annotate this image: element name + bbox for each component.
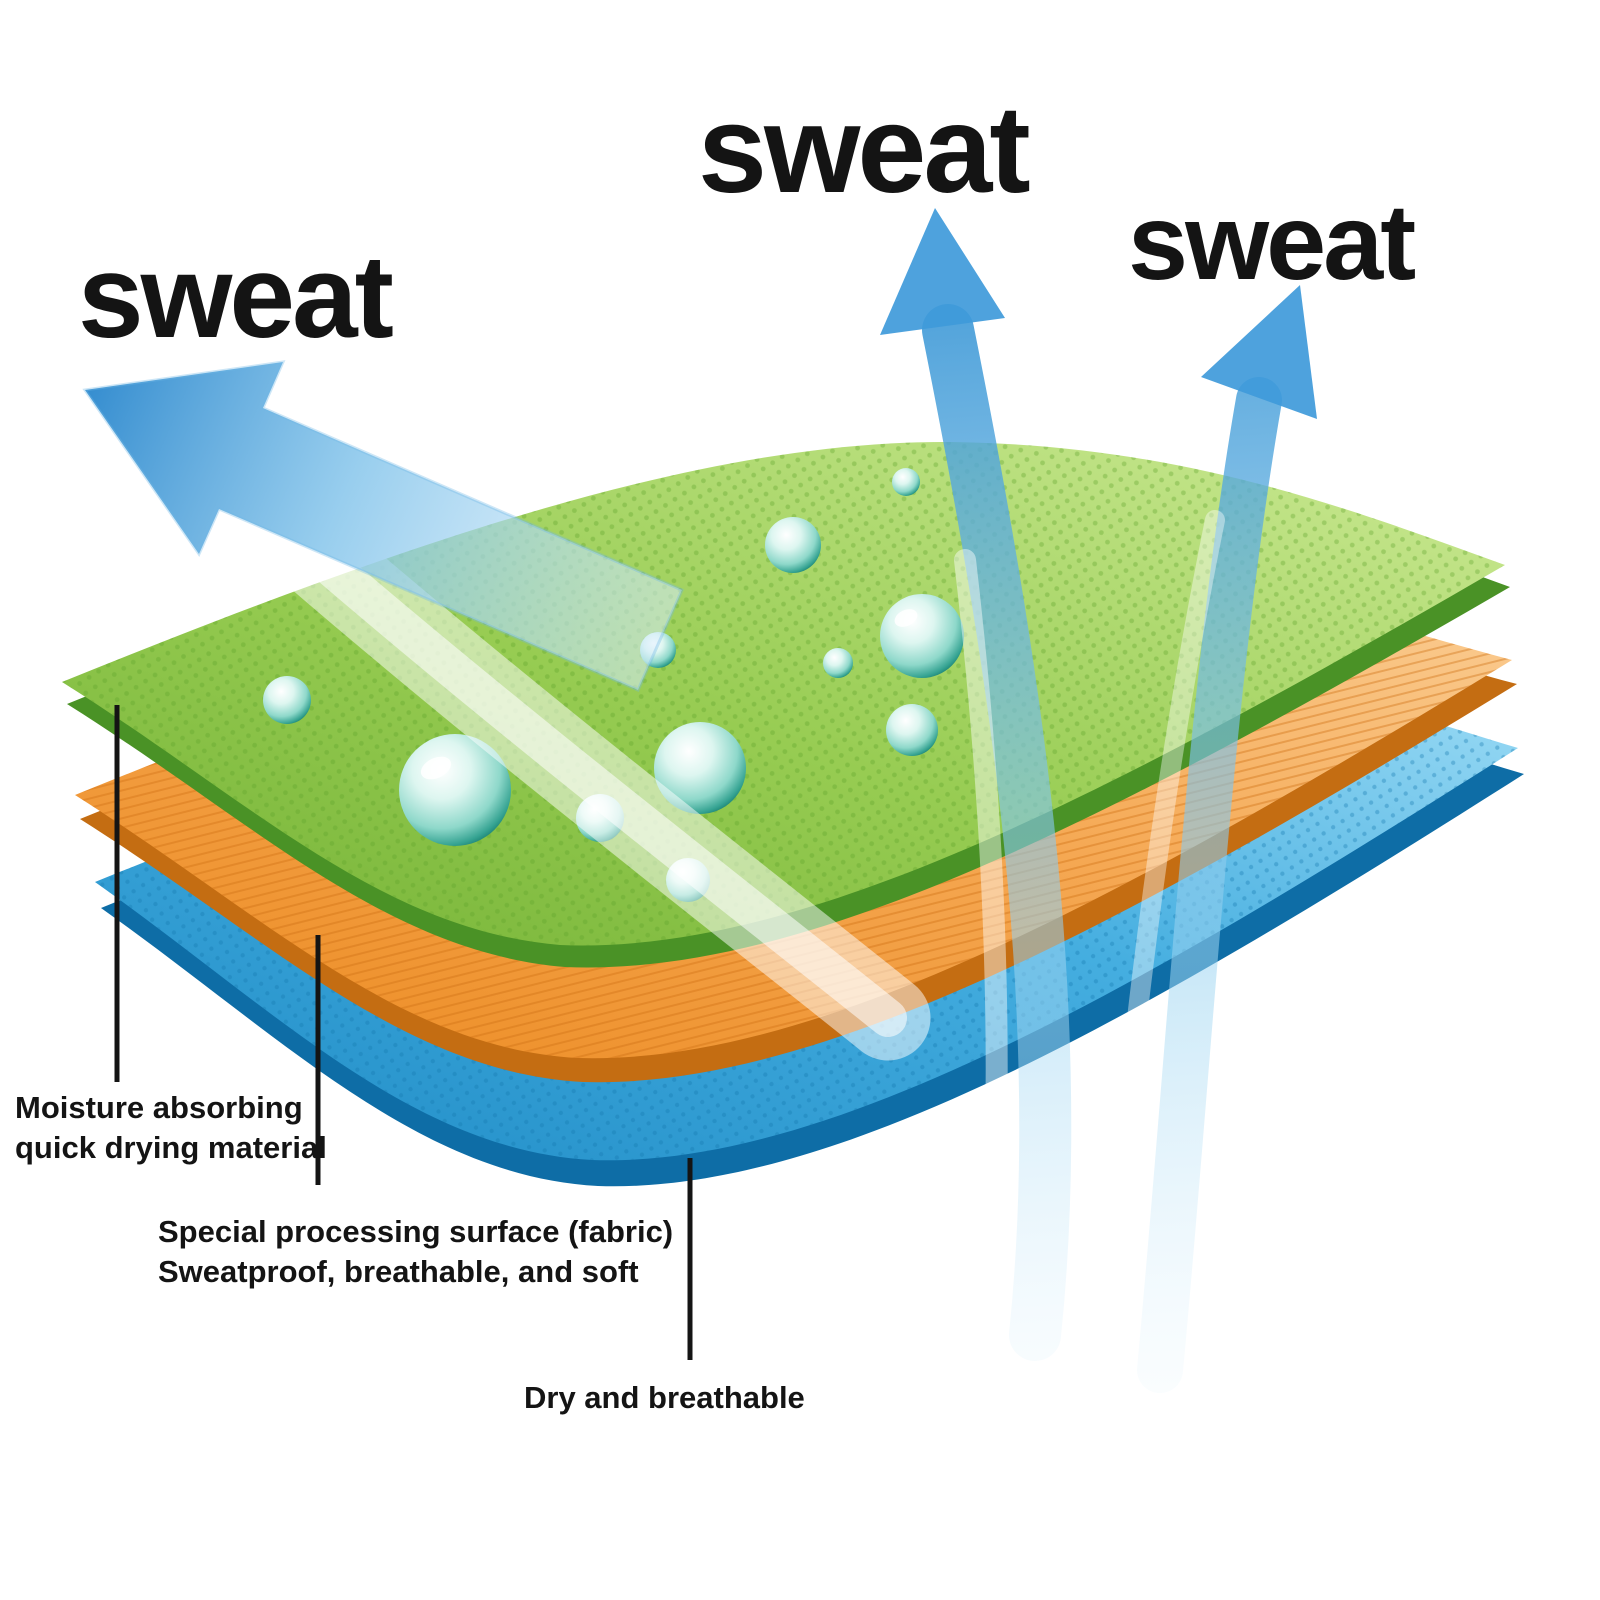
orange-layer-annotation-line1: Special processing surface (fabric) xyxy=(158,1214,674,1249)
sweat-label-center: sweat xyxy=(698,81,1031,219)
water-droplet xyxy=(263,676,311,724)
vapor-swoosh xyxy=(275,513,931,1061)
blue-layer-annotation-line1: Dry and breathable xyxy=(524,1380,805,1415)
sweat-arrow-right xyxy=(1092,285,1317,1393)
sweat-arrow-center xyxy=(880,208,1072,1361)
water-droplet xyxy=(886,704,938,756)
green-layer-annotation: Moisture absorbing quick drying material xyxy=(15,1088,327,1169)
droplet-highlight xyxy=(894,609,918,627)
sweat-arrow-left xyxy=(82,360,684,692)
water-droplet xyxy=(654,722,746,814)
callout-lines xyxy=(114,705,693,1360)
orange-layer-annotation: Special processing surface (fabric) Swea… xyxy=(158,1212,673,1293)
water-droplet xyxy=(823,648,853,678)
sweat-label-left: sweat xyxy=(78,231,394,363)
sweat-arrow-right-head xyxy=(1201,285,1317,419)
sweat-arrow-center-head xyxy=(880,208,1005,335)
sweat-arrow-right-shaft xyxy=(1137,377,1282,1393)
green-layer-annotation-line1: Moisture absorbing xyxy=(15,1090,303,1125)
droplet-highlight xyxy=(420,756,452,780)
sweat-arrow-center-sheen xyxy=(954,549,1008,1356)
orange-layer-annotation-line2: Sweatproof, breathable, and soft xyxy=(158,1254,639,1290)
water-droplets xyxy=(263,468,964,902)
green-layer-annotation-line2: quick drying material xyxy=(15,1130,327,1166)
blue-layer-annotation: Dry and breathable xyxy=(524,1378,805,1418)
water-droplet xyxy=(765,517,821,573)
water-droplet xyxy=(892,468,920,496)
sweat-arrow-left-shape xyxy=(82,360,684,692)
vapor-swoosh-core xyxy=(299,537,907,1037)
sweat-label-right: sweat xyxy=(1128,181,1416,302)
sweat-arrow-right-sheen xyxy=(1092,510,1225,1388)
sweat-arrow-center-shaft xyxy=(922,304,1072,1361)
water-droplet xyxy=(880,594,964,678)
